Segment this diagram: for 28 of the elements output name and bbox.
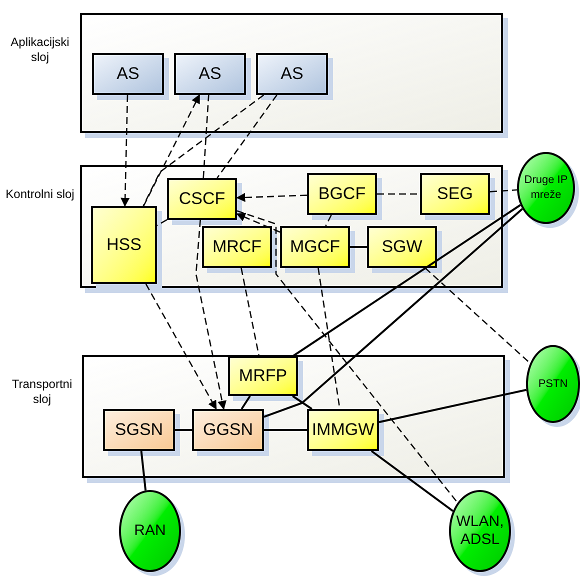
dashed-connector — [142, 94, 264, 206]
dashed-connector — [195, 220, 226, 410]
dashed-connector — [490, 189, 518, 192]
dashed-connector — [202, 94, 210, 178]
dashed-connector — [240, 268, 260, 356]
connector-line — [292, 204, 521, 357]
layer-label: Aplikacijski sloj — [10, 35, 70, 65]
dashed-connector — [120, 94, 130, 207]
dashed-connector — [236, 212, 280, 233]
dashed-connector — [236, 210, 458, 504]
connector-line — [240, 395, 251, 410]
connector-line — [140, 450, 147, 491]
dashed-connector — [145, 284, 217, 410]
connector-line — [350, 246, 367, 248]
dashed-connector — [424, 268, 531, 364]
dashed-connector — [236, 192, 308, 202]
connector-line — [264, 429, 307, 431]
dashed-connector — [143, 94, 200, 206]
connector-line — [370, 450, 454, 512]
connector-line — [264, 208, 524, 418]
dashed-connector — [216, 94, 278, 178]
dashed-connector — [377, 193, 420, 195]
layer-label: Transportni sloj — [10, 377, 74, 407]
layer-label: Kontrolni sloj — [4, 187, 76, 202]
dashed-connector — [325, 214, 332, 226]
connector-line — [292, 395, 312, 410]
dashed-connector — [156, 219, 168, 226]
connector-line — [175, 429, 192, 431]
